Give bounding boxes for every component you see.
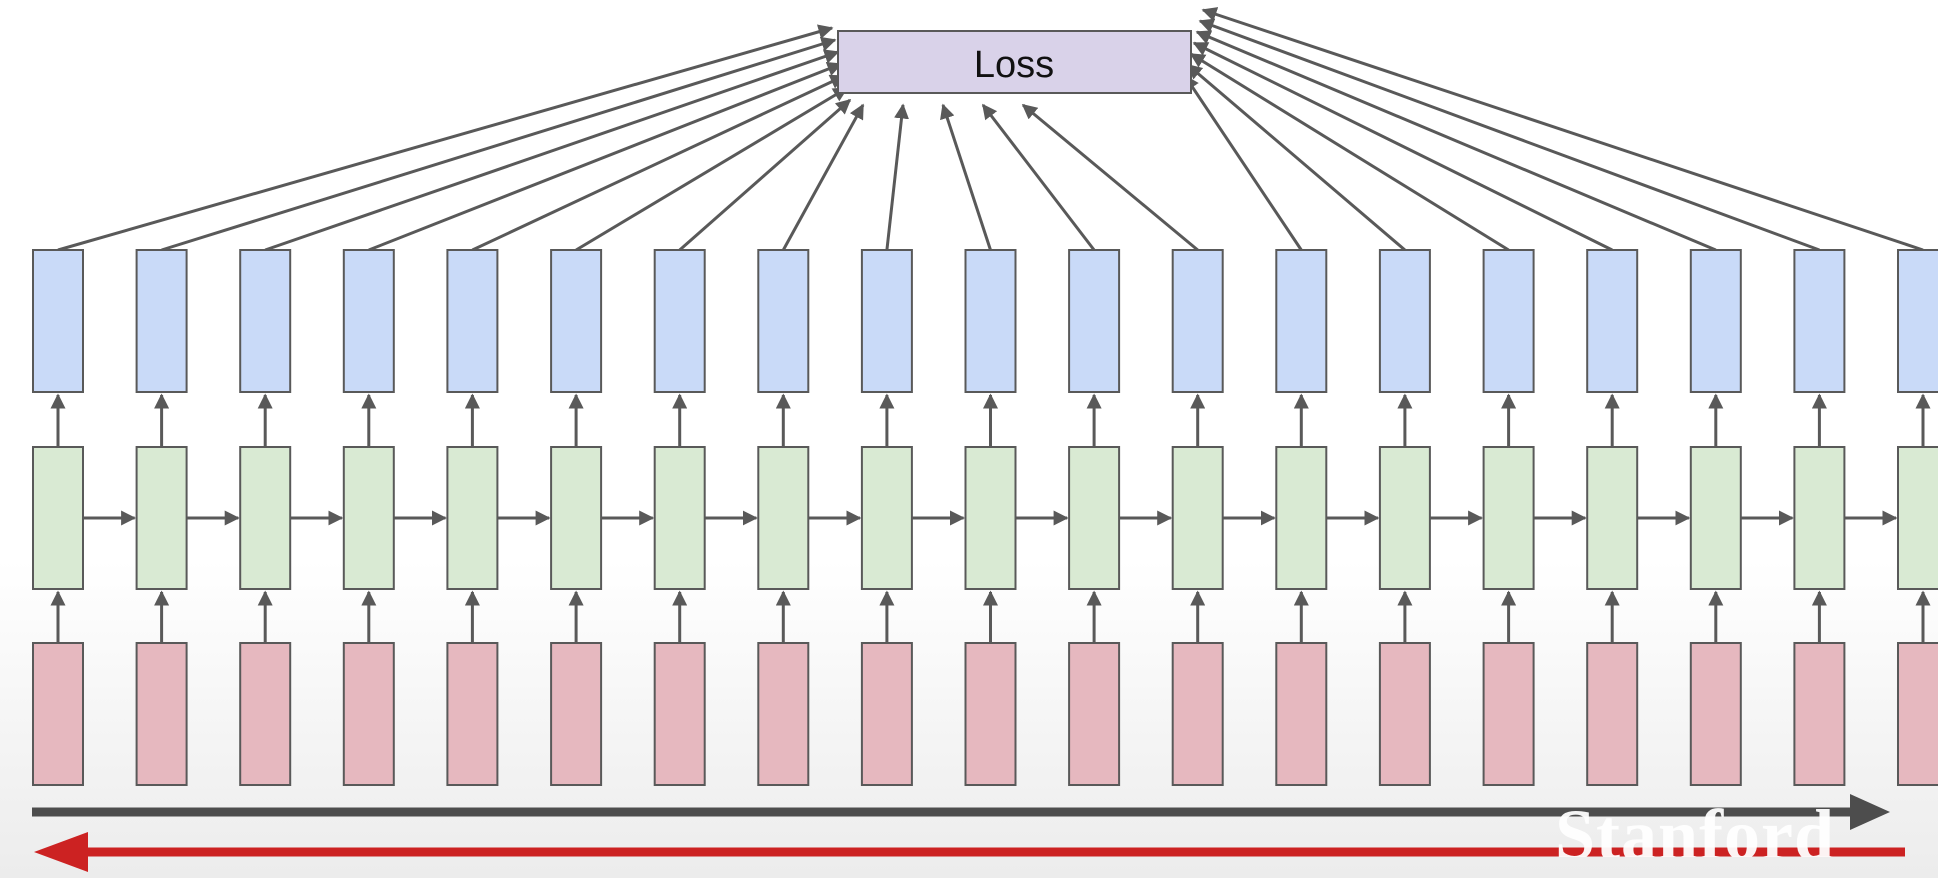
output-box: [964, 249, 1017, 393]
hidden-box: [1275, 446, 1328, 590]
loss-label: Loss: [974, 44, 1054, 86]
output-to-loss-arrow: [1195, 30, 1717, 252]
hidden-box: [1171, 446, 1224, 590]
vertical-arrows-group: [50, 393, 1931, 643]
input-box: [757, 642, 810, 786]
hidden-box: [1793, 446, 1846, 590]
hidden-box: [860, 446, 913, 590]
output-to-loss-arrow: [368, 61, 843, 252]
input-box: [1897, 642, 1938, 786]
input-box: [1275, 642, 1328, 786]
output-to-loss-arrow: [1201, 7, 1924, 252]
input-box: [1068, 642, 1121, 786]
input-box: [860, 642, 913, 786]
hidden-box: [1068, 446, 1121, 590]
forward-pass-arrowhead: [1850, 794, 1890, 830]
loss-box: Loss: [837, 30, 1192, 94]
output-box: [342, 249, 395, 393]
input-box: [446, 642, 499, 786]
loss-arrows-group: [57, 7, 1924, 252]
hidden-box: [1897, 446, 1938, 590]
output-to-loss-arrow: [1186, 63, 1406, 252]
hidden-box: [32, 446, 84, 590]
output-box: [653, 249, 706, 393]
output-to-loss-arrow: [1021, 103, 1199, 252]
hidden-box: [342, 446, 395, 590]
input-box: [135, 642, 188, 786]
hidden-box: [1378, 446, 1431, 590]
output-to-loss-arrow: [57, 24, 834, 252]
output-to-loss-arrow: [1183, 74, 1303, 251]
output-box: [1275, 249, 1328, 393]
output-box: [1171, 249, 1224, 393]
output-box: [757, 249, 810, 393]
hidden-box: [757, 446, 810, 590]
output-to-loss-arrow: [471, 74, 846, 252]
output-box: [446, 249, 499, 393]
input-box: [239, 642, 292, 786]
output-to-loss-arrow: [981, 103, 1096, 251]
output-box: [860, 249, 913, 393]
output-box: [32, 249, 84, 393]
output-box: [135, 249, 188, 393]
hidden-box: [1586, 446, 1639, 590]
input-box: [550, 642, 603, 786]
input-box: [1586, 642, 1639, 786]
output-to-loss-arrow: [781, 103, 865, 251]
hidden-box: [1689, 446, 1742, 590]
cells-group: [32, 249, 1938, 786]
hidden-box: [964, 446, 1017, 590]
output-box: [1793, 249, 1846, 393]
hidden-box: [135, 446, 188, 590]
output-to-loss-arrow: [1192, 41, 1613, 252]
output-to-loss-arrow: [1189, 52, 1510, 252]
input-box: [1378, 642, 1431, 786]
output-to-loss-arrow: [264, 49, 840, 252]
output-box: [1482, 249, 1535, 393]
hidden-box: [653, 446, 706, 590]
hidden-box: [239, 446, 292, 590]
output-box: [1897, 249, 1938, 393]
output-box: [1068, 249, 1121, 393]
stanford-watermark: Stanford: [1555, 795, 1836, 875]
output-to-loss-arrow: [575, 86, 849, 252]
output-box: [550, 249, 603, 393]
hidden-box: [1482, 446, 1535, 590]
input-box: [1482, 642, 1535, 786]
timeline-arrows: [32, 794, 1905, 872]
output-to-loss-arrow: [678, 98, 852, 252]
output-box: [1689, 249, 1742, 393]
output-box: [1586, 249, 1639, 393]
output-to-loss-arrow: [885, 103, 909, 251]
input-box: [964, 642, 1017, 786]
input-box: [1171, 642, 1224, 786]
output-to-loss-arrow: [940, 103, 992, 251]
output-to-loss-arrow: [1198, 18, 1820, 252]
output-box: [239, 249, 292, 393]
output-box: [1378, 249, 1431, 393]
backward-pass-arrowhead: [34, 832, 88, 872]
input-box: [1689, 642, 1742, 786]
input-box: [342, 642, 395, 786]
input-box: [1793, 642, 1846, 786]
input-box: [653, 642, 706, 786]
input-box: [32, 642, 84, 786]
hidden-box: [446, 446, 499, 590]
output-to-loss-arrow: [161, 36, 837, 252]
hidden-box: [550, 446, 603, 590]
